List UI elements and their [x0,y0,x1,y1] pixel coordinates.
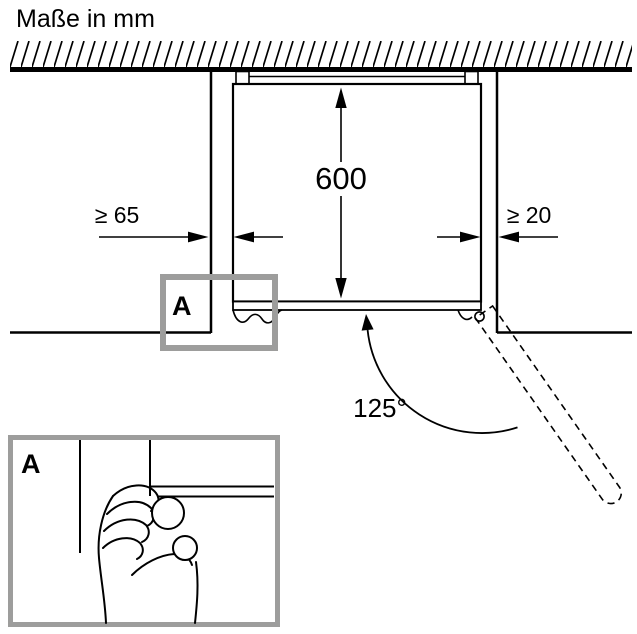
door-angle-dimension: 125° [353,314,518,434]
grip-cap-circle [151,496,185,530]
detail-a-inset: A [8,435,280,627]
finger-line-2 [106,500,155,527]
detail-marker-box [160,274,278,351]
depth-arrow-down [335,278,347,299]
detail-marker-label: A [172,291,192,321]
depth-dimension: 600 [315,87,367,299]
open-door-dashed-outline [474,304,622,505]
detail-inset-label: A [21,449,41,479]
finger-line-3 [103,518,150,543]
left-clearance-arrow-outer-head [188,231,209,243]
wrist-line-right [194,561,199,624]
door-swing-arrowhead [361,314,374,331]
appliance-hinge-tab-left [235,70,250,85]
right-clearance-arrow-inner-head [460,231,481,243]
appliance-hinge-tab-right [464,70,479,85]
left-clearance-dimension: ≥ 65 [95,202,283,243]
detail-marker: A [160,274,278,351]
right-clearance-arrow-outer-head [498,231,519,243]
wrist-line-left [97,495,114,624]
finger-line-4 [102,537,144,560]
ceiling-hatch [10,41,632,67]
hand-grip-illustration [97,484,199,624]
finger-line-1 [112,484,160,512]
depth-label: 600 [315,161,367,196]
appliance-door-closed [232,300,482,311]
thumb-tip-circle [172,535,198,561]
diagram-title: Maße in mm [16,5,155,33]
right-clearance-label: ≥ 20 [507,202,552,228]
door-angle-label: 125° [353,393,407,423]
appliance-outline [231,70,485,324]
detail-inset-frame [8,435,280,627]
hinge-wave-line [457,309,473,321]
left-clearance-arrow-inner-head [233,231,254,243]
door-swing-arc [366,329,518,434]
open-door-group [474,304,622,505]
right-clearance-dimension: ≥ 20 [437,202,558,243]
left-clearance-label: ≥ 65 [95,202,140,228]
depth-arrow-up [335,87,347,108]
